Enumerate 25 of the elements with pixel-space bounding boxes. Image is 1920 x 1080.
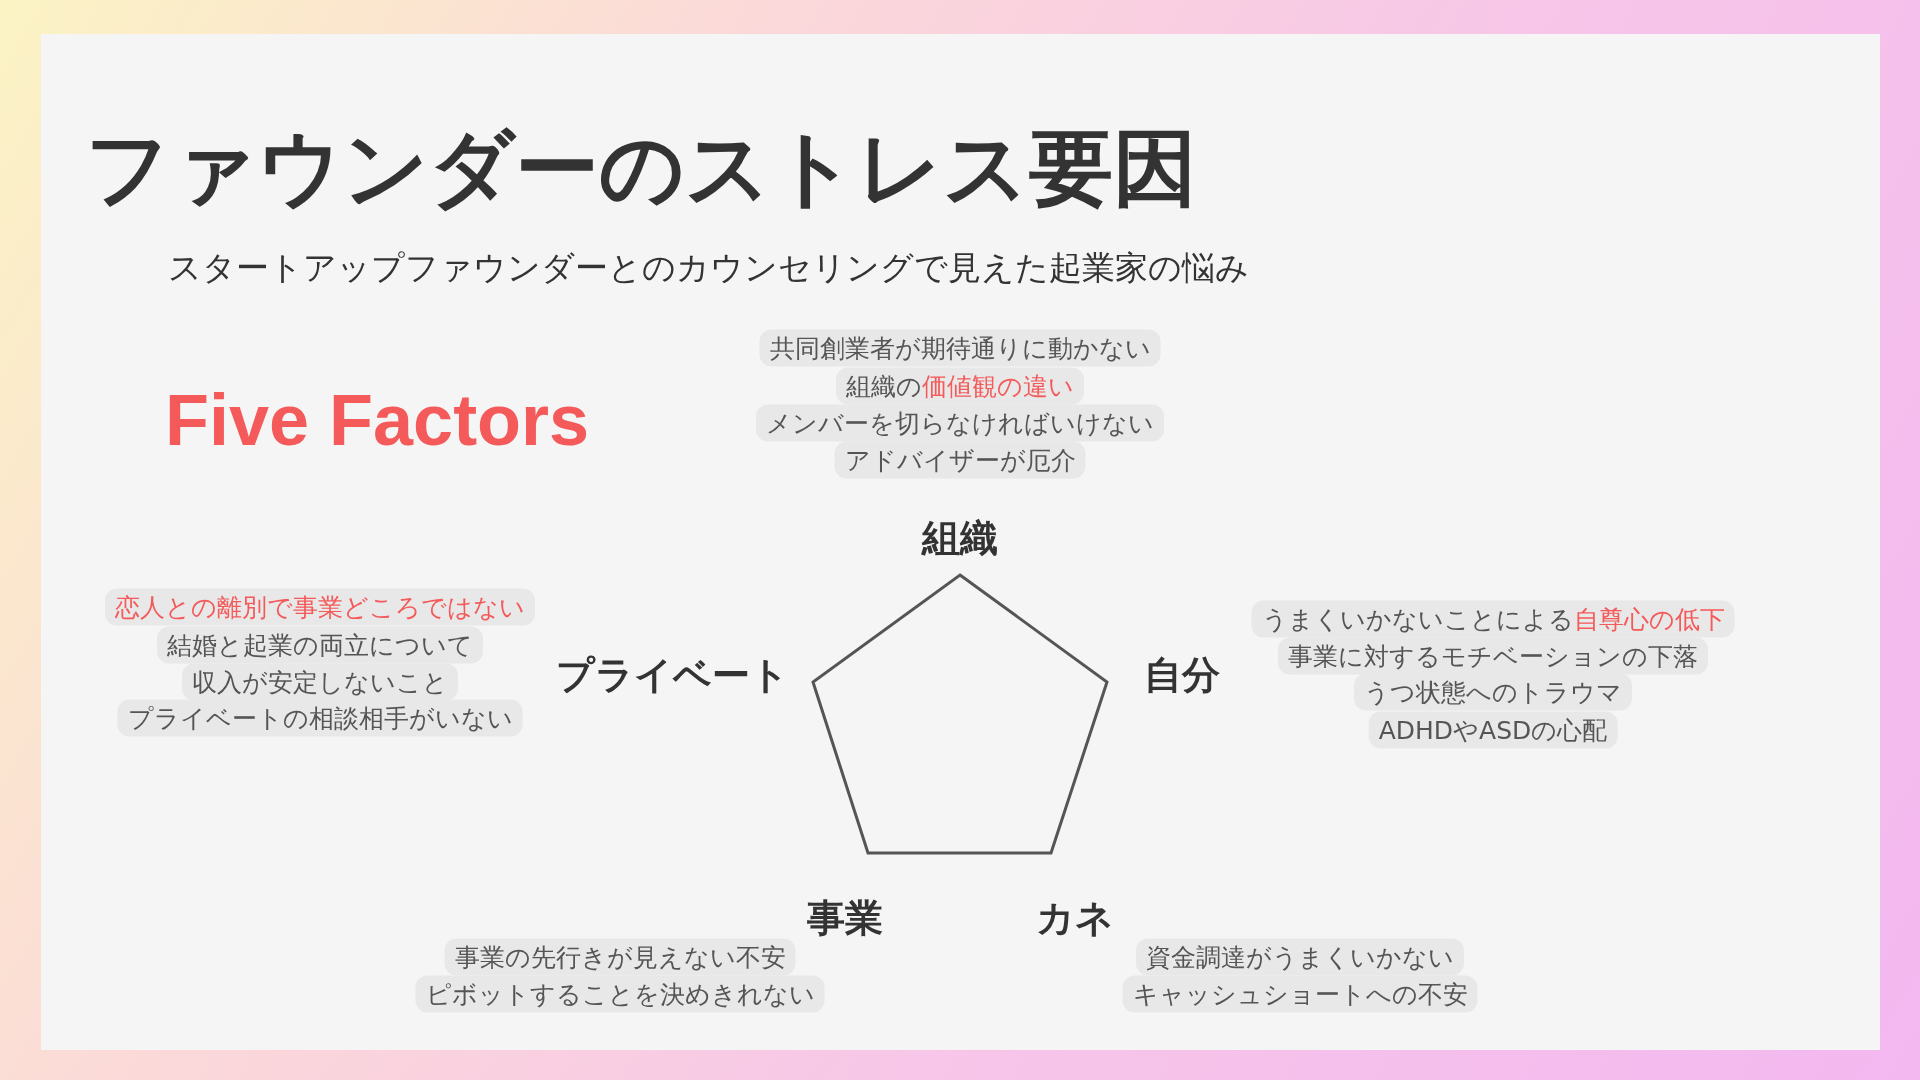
text-chip: 資金調達がうまくいかない	[1136, 938, 1464, 976]
axis-label: 組織	[922, 514, 998, 562]
text-chip: 結婚と起業の両立について	[157, 626, 483, 664]
text-chip: ADHDやASDの心配	[1368, 711, 1618, 749]
axis-label: 自分	[1144, 651, 1220, 699]
text-chip: プライベートの相談相手がいない	[117, 699, 523, 737]
axis-label: 事業	[807, 894, 883, 942]
heading: Five Factors	[165, 379, 590, 461]
text-chip: 組織の価値観の違い	[836, 367, 1084, 405]
text-chip: 共同創業者が期待通りに動かない	[759, 329, 1161, 367]
text-chip: 収入が安定しないこと	[182, 663, 458, 701]
axis-label: カネ	[1036, 894, 1114, 942]
text-chip: キャッシュショートへの不安	[1122, 975, 1478, 1013]
text-chip: メンバーを切らなければいけない	[756, 404, 1164, 442]
subtitle: スタートアップファウンダーとのカウンセリングで見えた起業家の悩み	[168, 246, 1249, 289]
title: ファウンダーのストレス要因	[85, 118, 1197, 219]
text-chip: 事業に対するモチベーションの下落	[1278, 637, 1708, 675]
text-chip: ピボットすることを決めきれない	[415, 975, 825, 1013]
text-chip: 恋人との離別で事業どころではない	[105, 588, 535, 626]
text-chip: アドバイザーが厄介	[834, 441, 1086, 479]
text-chip: 事業の先行きが見えない不安	[444, 938, 796, 976]
text-chip: うつ状態へのトラウマ	[1354, 673, 1632, 711]
text-chip: うまくいかないことによる自尊心の低下	[1251, 600, 1735, 638]
axis-label: プライベート	[555, 651, 789, 699]
pentagon-outline	[811, 573, 1109, 855]
